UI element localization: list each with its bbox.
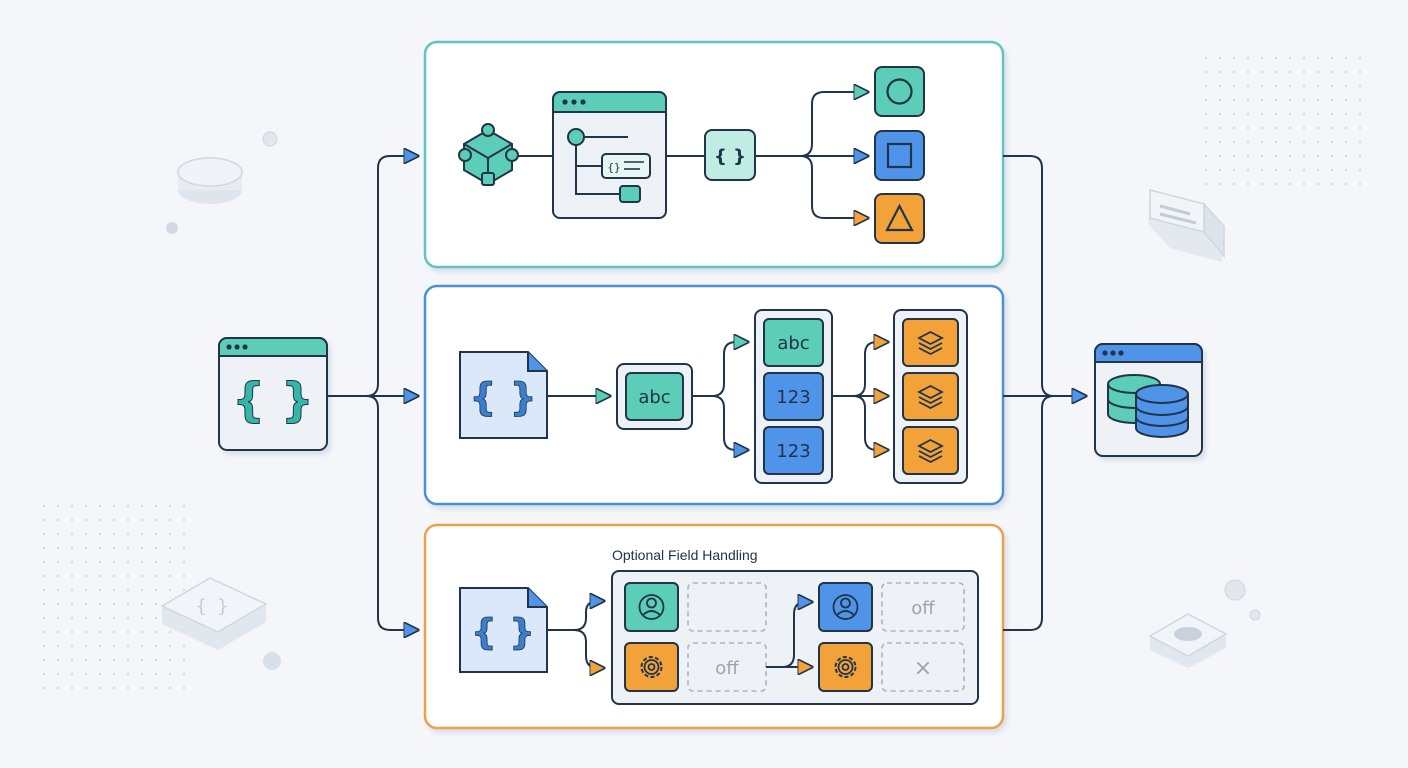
- layers-node: [902, 318, 959, 367]
- off-text: off: [911, 598, 935, 619]
- input-connectors: [327, 156, 418, 630]
- json-document-icon: { }: [459, 351, 548, 439]
- user-icon: [832, 594, 859, 620]
- token-branches: [692, 342, 748, 450]
- network-cube-icon: [458, 123, 519, 186]
- shape-branches: [755, 92, 868, 218]
- token-abc-text: abc: [777, 333, 809, 354]
- layers-column: [893, 309, 968, 484]
- token-abc: [763, 318, 824, 367]
- top-panel: {} { }: [423, 40, 1005, 269]
- circle-icon: [886, 78, 913, 105]
- optional-field-title: Optional Field Handling: [612, 547, 758, 563]
- database-icon: [1107, 374, 1189, 438]
- layers-icon: [917, 438, 944, 464]
- removed-slot: ×: [881, 642, 965, 692]
- token-number-text: 123: [776, 387, 810, 408]
- string-token-node: abc: [616, 363, 693, 430]
- layers-icon: [917, 384, 944, 410]
- json-document-icon: { }: [459, 587, 548, 673]
- object-node-text: { }: [714, 146, 746, 167]
- output-database-window: [1094, 343, 1203, 457]
- off-text: off: [715, 658, 739, 679]
- token-number-text: 123: [776, 441, 810, 462]
- dot-grid-top-right: [1198, 56, 1370, 188]
- decor-dot: [1249, 609, 1261, 621]
- close-icon: ×: [914, 656, 932, 681]
- square-icon: [886, 142, 913, 169]
- user-icon: [638, 594, 665, 620]
- empty-slot: [687, 582, 767, 632]
- decor-card-top-right: [1148, 189, 1225, 262]
- dot-grid-bottom-left: [36, 498, 186, 698]
- triangle-type-node: [874, 193, 925, 244]
- document-braces-text: { }: [471, 612, 535, 653]
- schema-tree-window: {}: [552, 91, 667, 219]
- layers-icon: [917, 330, 944, 356]
- schema-badge-text: {}: [607, 161, 620, 174]
- layers-node: [902, 426, 959, 475]
- decor-dot: [166, 222, 178, 234]
- optional-field-grid: off off: [611, 570, 979, 705]
- string-token-text: abc: [638, 387, 670, 408]
- middle-panel: { } abc abc 123 123: [423, 284, 1005, 506]
- input-braces-text: { }: [232, 373, 314, 427]
- decor-puck-top-left: [177, 157, 243, 204]
- decor-braces-text: { }: [196, 596, 229, 617]
- token-number: [763, 426, 824, 475]
- user-field-mapped: [818, 582, 873, 632]
- connector-to-bottom: [365, 395, 418, 630]
- triangle-icon: [885, 203, 914, 232]
- circle-type-node: [874, 66, 925, 117]
- object-node: { }: [704, 129, 756, 181]
- input-json-window: { }: [218, 337, 328, 451]
- square-type-node: [874, 130, 925, 181]
- document-braces-text: { }: [469, 375, 536, 419]
- output-connectors: [1003, 155, 1086, 631]
- decor-braces-tile: { }: [160, 577, 268, 650]
- settings-field-mapped: [818, 642, 873, 692]
- grid-connectors: [766, 602, 812, 667]
- field-branches: [547, 601, 604, 668]
- decor-dot: [262, 131, 278, 147]
- decor-dot: [1224, 579, 1246, 601]
- layer-branches: [832, 342, 888, 450]
- token-column: abc 123 123: [754, 309, 833, 484]
- gear-icon: [834, 656, 857, 678]
- bottom-panel: Optional Field Handling { }: [423, 523, 1005, 730]
- decor-dot: [263, 652, 281, 670]
- layers-node: [902, 372, 959, 421]
- user-field-present: [624, 582, 679, 632]
- settings-field: [624, 642, 679, 692]
- token-number: [763, 372, 824, 421]
- decor-pill-bottom-right: [1148, 613, 1228, 668]
- off-slot: off: [881, 582, 965, 632]
- gear-icon: [640, 656, 663, 678]
